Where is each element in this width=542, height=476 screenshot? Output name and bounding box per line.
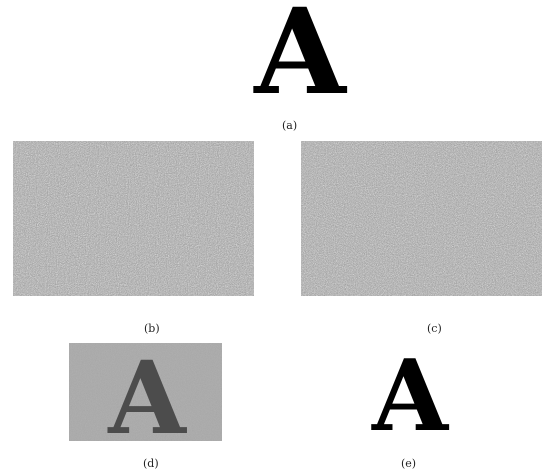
- panel-a: A: [240, 0, 360, 100]
- stacked-shares-d: A: [69, 343, 222, 441]
- recovered-letter-e: A: [371, 350, 450, 435]
- caption-e: (e): [401, 457, 417, 470]
- noise-share-c: [301, 141, 542, 296]
- caption-c: (c): [427, 322, 442, 335]
- panel-d: A: [69, 343, 222, 441]
- recovered-letter-glyph: A: [371, 350, 450, 435]
- caption-b: (b): [144, 322, 160, 335]
- panel-c: [301, 141, 542, 296]
- caption-a: (a): [282, 119, 298, 132]
- letter-a-image: A: [253, 0, 347, 100]
- letter-a-glyph: A: [253, 0, 347, 100]
- panel-b: [13, 141, 254, 296]
- stacked-letter-glyph: A: [107, 343, 187, 441]
- panel-e: A: [350, 350, 470, 435]
- caption-d: (d): [143, 457, 159, 470]
- noise-share-b: [13, 141, 254, 296]
